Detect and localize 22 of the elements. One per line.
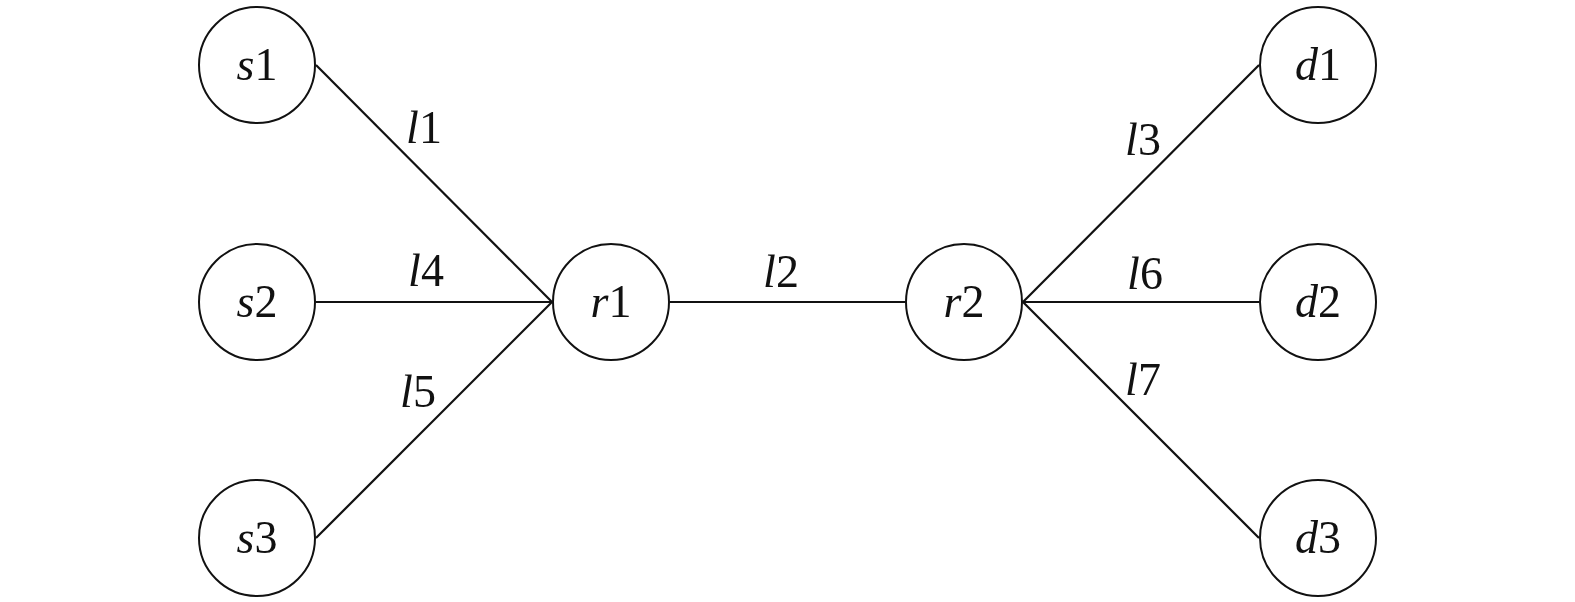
node-label: s2 (236, 279, 278, 325)
connector-line (1022, 301, 1260, 539)
node-label: d3 (1295, 515, 1341, 561)
node-label: s1 (236, 42, 278, 88)
connector-line (315, 301, 553, 539)
node-label: s3 (236, 515, 278, 561)
node-label: r2 (943, 279, 985, 325)
connector-line (670, 300, 905, 304)
connector-line (1023, 300, 1259, 304)
connector-line (1022, 64, 1260, 303)
edge-label: l6 (1127, 251, 1163, 297)
node-label: r1 (590, 279, 632, 325)
edge-label: l5 (400, 369, 436, 415)
edge-label: l7 (1125, 357, 1161, 403)
edge-label: l1 (406, 105, 442, 151)
edge-label: l2 (763, 249, 799, 295)
node-label: d2 (1295, 279, 1341, 325)
edge-label: l4 (408, 248, 444, 294)
edge-label: l3 (1125, 117, 1161, 163)
node-label: d1 (1295, 42, 1341, 88)
connector-line (316, 300, 552, 304)
connector-line (315, 64, 553, 303)
